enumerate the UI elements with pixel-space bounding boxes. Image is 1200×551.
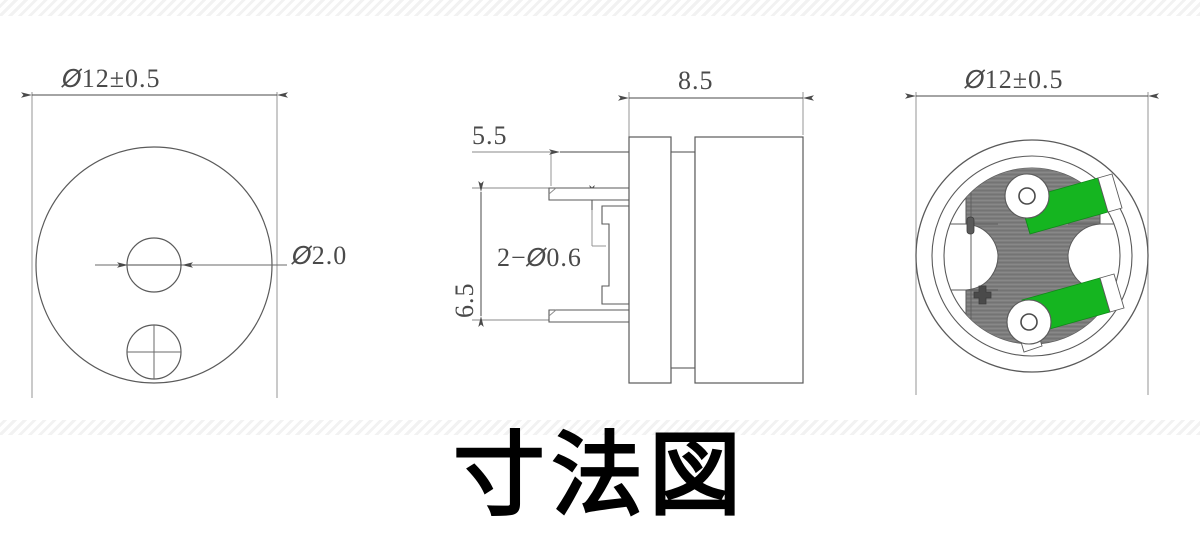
polarity-positive-mark [973, 285, 992, 305]
side-depth-label: 8.5 [678, 66, 714, 95]
polarity-negative-mark [966, 216, 975, 235]
side-pin-length-label: 5.5 [472, 121, 508, 150]
rear-diameter-label: Ø12±0.5 [965, 67, 1063, 93]
diameter-icon: Ø [526, 243, 547, 272]
pin-count-prefix: 2− [497, 243, 527, 272]
upper-lead [1004, 173, 1123, 235]
diameter-icon: Ø [292, 241, 312, 270]
drawing-caption: 寸法図 [452, 422, 747, 529]
side-view-geometry [472, 92, 814, 384]
front-hole-value: 2.0 [311, 241, 348, 270]
side-pin-pitch-label: 6.5 [450, 282, 479, 319]
side-pin-diameter-label: 2−Ø0.6 [497, 245, 582, 271]
diameter-icon: Ø [62, 64, 82, 93]
pin-diameter-value: 0.6 [546, 243, 582, 272]
rear-diameter-value: 12±0.5 [984, 65, 1064, 94]
front-diameter-label: Ø12±0.5 [62, 66, 160, 92]
rear-view-geometry [905, 92, 1159, 395]
front-diameter-value: 12±0.5 [81, 64, 161, 93]
diameter-icon: Ø [965, 65, 985, 94]
front-hole-diameter-label: Ø2.0 [292, 243, 347, 269]
front-view-geometry [21, 92, 288, 398]
lower-lead [1006, 273, 1125, 353]
